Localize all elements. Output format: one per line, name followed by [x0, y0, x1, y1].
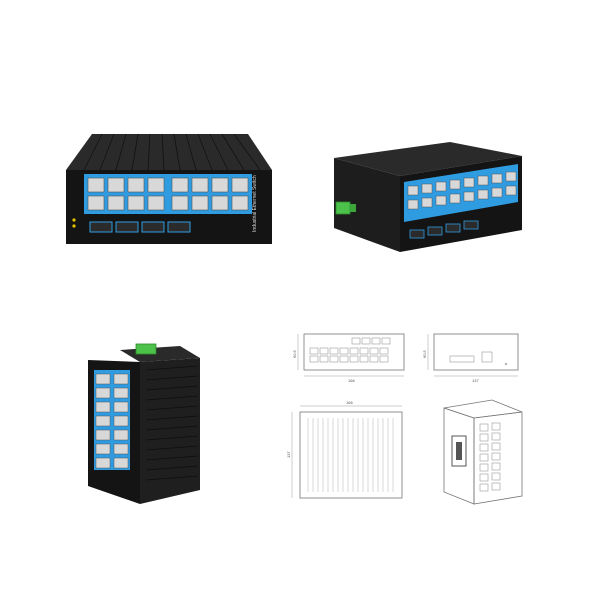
switch-din-photo: [84, 340, 204, 508]
drawing-side-view: 137 60.5: [420, 326, 530, 386]
switch-front-photo: Industrial Ethernet Switch: [62, 128, 276, 248]
top-depth-dim: 137: [286, 451, 291, 458]
side-width-dim: 137: [472, 378, 479, 383]
drawing-front-view: 166 60.5: [290, 326, 410, 386]
drawing-isometric-view: [440, 396, 540, 508]
side-height-dim: 60.5: [422, 349, 427, 358]
front-width-dim: 166: [348, 378, 355, 383]
top-width-dim: 166: [346, 400, 353, 405]
drawing-top-view: 166 137: [280, 398, 412, 506]
front-height-dim: 60.5: [292, 349, 297, 358]
front-label: Industrial Ethernet Switch: [252, 175, 258, 232]
switch-angled-photo: [330, 138, 530, 258]
